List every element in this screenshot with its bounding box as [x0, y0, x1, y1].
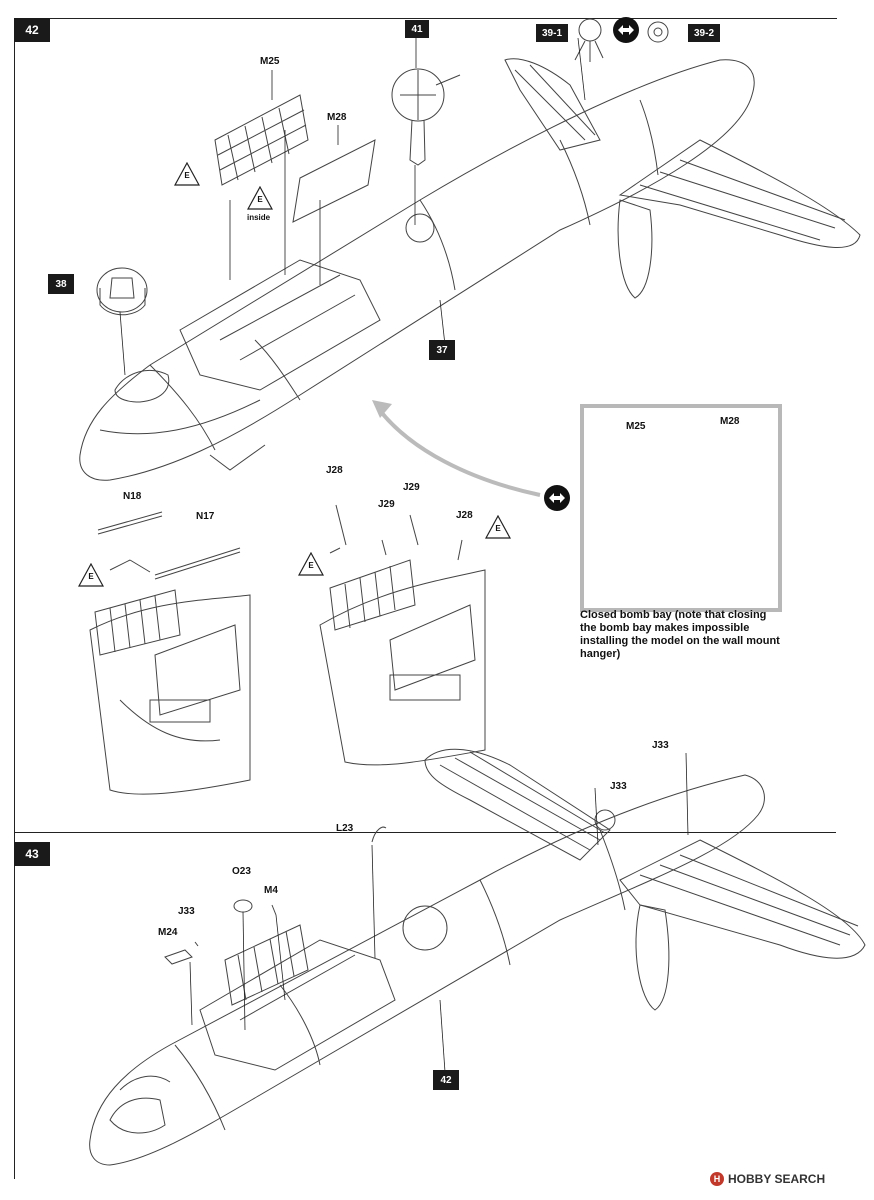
part-label-j28: J28 — [456, 510, 473, 521]
warning-triangle-icon: E — [174, 162, 200, 186]
part-label-m4: M4 — [264, 885, 278, 896]
part-label-m24: M24 — [158, 927, 178, 938]
part-label-l23: L23 — [336, 823, 354, 834]
leader-lines-42 — [119, 37, 586, 376]
watermark: H HOBBY SEARCH — [710, 1172, 825, 1186]
rotate-model-icon — [612, 16, 640, 44]
part-m28-door — [292, 139, 376, 223]
part-label-j33: J33 — [652, 740, 669, 751]
rotate-model-icon — [543, 484, 571, 512]
part-label-j28: J28 — [326, 465, 343, 476]
subassembly-n-strips — [89, 511, 251, 795]
part-label-j29: J29 — [403, 482, 420, 493]
part-label-m28: M28 — [327, 112, 347, 123]
inset-label-m25: M25 — [626, 421, 646, 432]
step-number-42: 42 — [14, 18, 50, 42]
warning-triangle-icon: E — [298, 552, 324, 576]
part-m25-door — [214, 94, 309, 186]
warning-triangle-icon: E — [247, 186, 273, 210]
part-ref-42: 42 — [433, 1070, 459, 1090]
inset-label-m28: M28 — [720, 416, 740, 427]
step-separator — [14, 832, 836, 833]
part-label-m25: M25 — [260, 56, 280, 67]
part-41-turret — [391, 68, 461, 166]
part-39-sight — [574, 18, 669, 62]
fuselage-step43 — [89, 748, 866, 1166]
part-label-j33: J33 — [178, 906, 195, 917]
warning-triangle-icon: E — [485, 515, 511, 539]
curved-arrow — [372, 400, 541, 497]
part-label-n17: N17 — [196, 511, 215, 522]
leader-lines-43 — [189, 752, 689, 1073]
closed-bomb-bay-inset — [580, 404, 782, 612]
part-ref-37: 37 — [429, 340, 455, 360]
watermark-text: HOBBY SEARCH — [728, 1172, 826, 1186]
part-label-j33: J33 — [610, 781, 627, 792]
inside-label: inside — [247, 213, 271, 222]
part-ref-38: 38 — [48, 274, 74, 294]
part-38-nose — [96, 267, 148, 316]
part-label-j29: J29 — [378, 499, 395, 510]
closed-bomb-bay-note: Closed bomb bay (note that closing the b… — [580, 609, 780, 660]
part-label-n18: N18 — [123, 491, 142, 502]
part-label-o23: O23 — [232, 866, 251, 877]
part-ref-39-2: 39-2 — [688, 24, 720, 42]
warning-triangle-icon: E — [78, 563, 104, 587]
step-number-43: 43 — [14, 842, 50, 866]
part-ref-39-1: 39-1 — [536, 24, 568, 42]
fuselage-step42 — [79, 58, 861, 481]
page-frame — [14, 18, 837, 1179]
hobby-search-logo-icon: H — [710, 1172, 724, 1186]
part-ref-41: 41 — [405, 20, 429, 38]
subassembly-j-rods — [319, 504, 486, 766]
